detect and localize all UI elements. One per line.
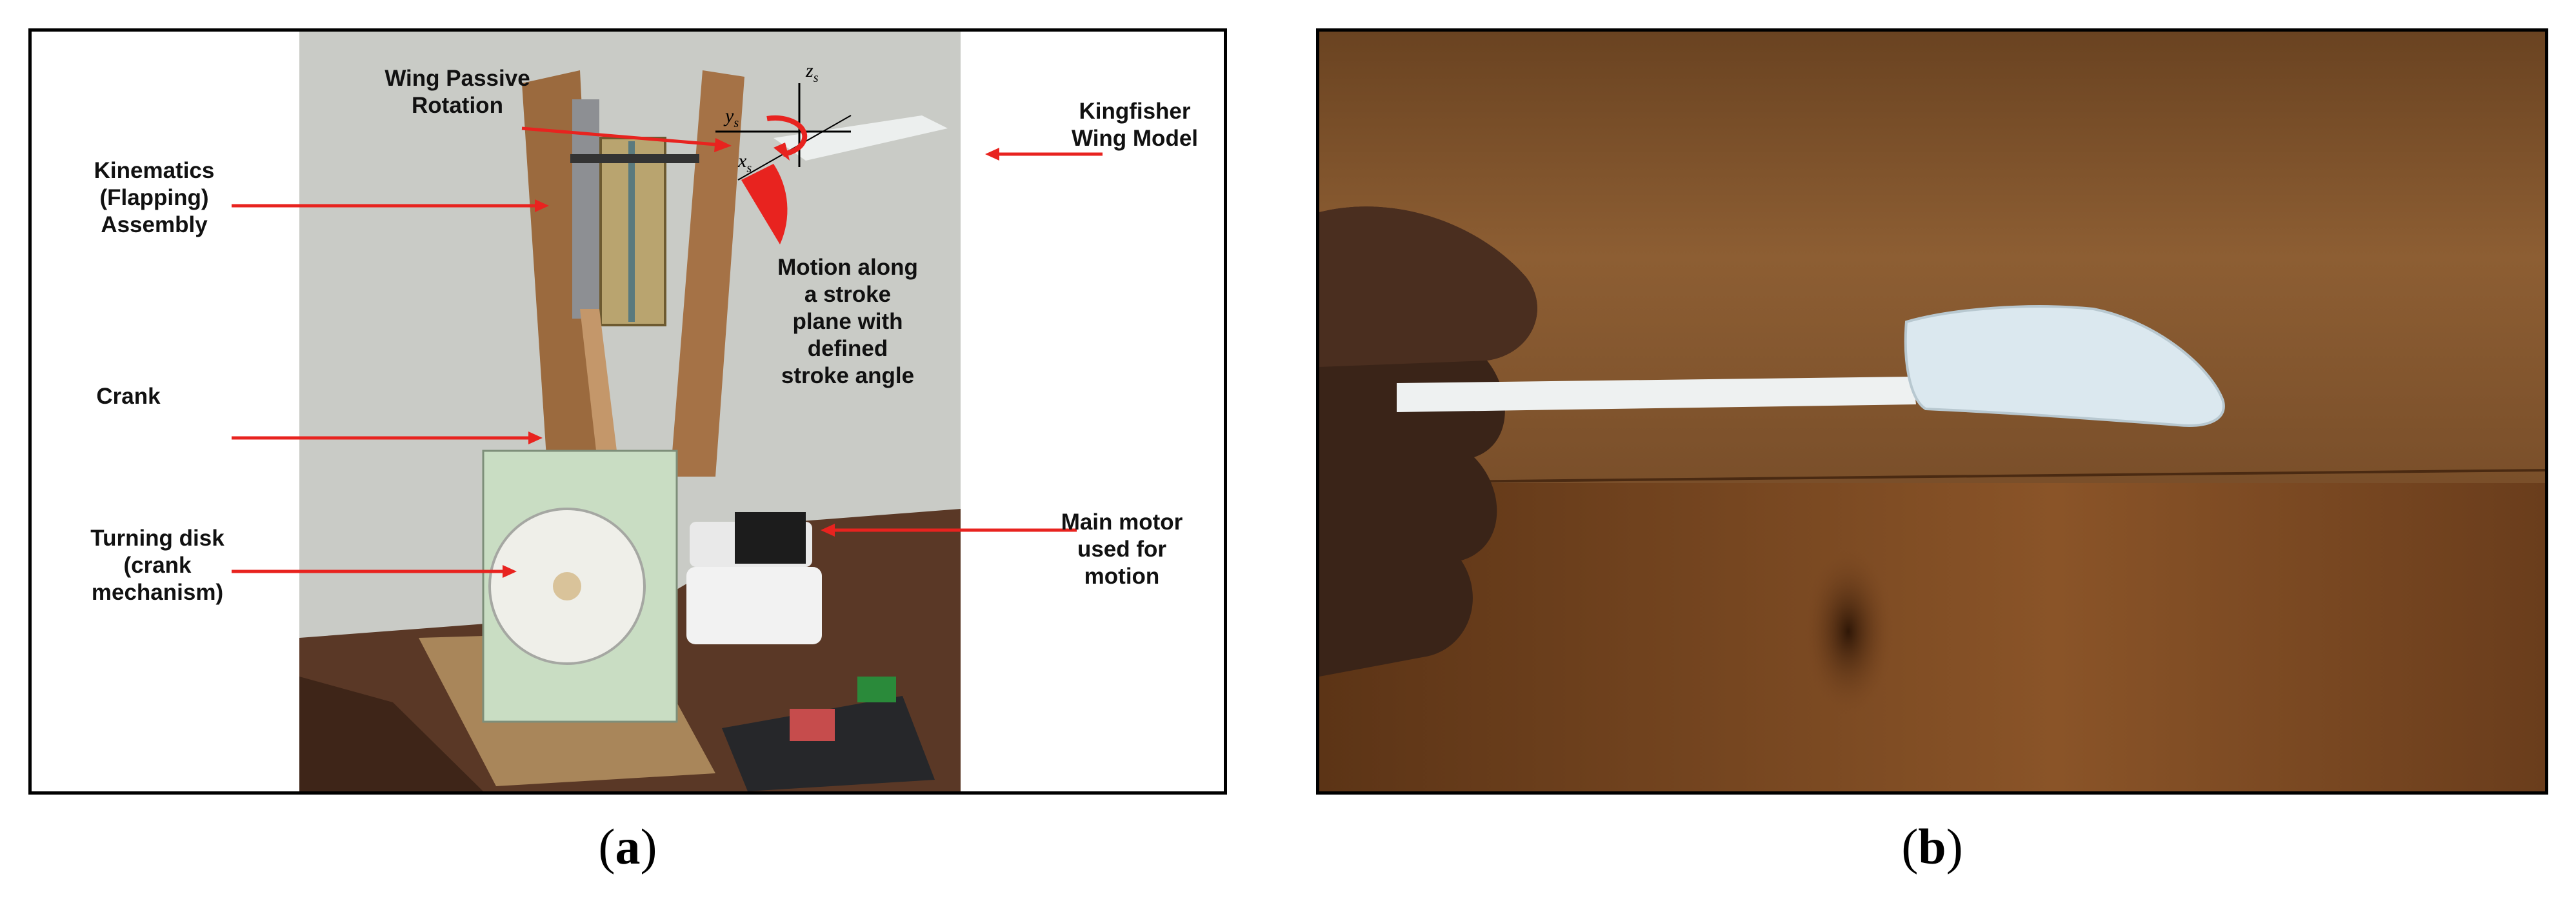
panel-a-figure: zs ys xs Wing Passive Rotation Kingfishe… [28,28,1227,795]
label-main-motor: Main motor used for motion [1061,510,1183,589]
wood-surface-bottom [1319,483,2545,791]
wing-membrane [1904,305,2225,427]
label-motion-stroke-plane: Motion along a stroke plane with defined… [777,255,918,388]
stroke-angle-wedge [741,164,788,244]
axis-x-label: xs [737,150,752,175]
main-motor [735,512,806,564]
label-wing-passive-rotation: Wing Passive Rotation [384,66,530,118]
axis-y-label: ys [723,105,739,130]
axis-z-label: zs [805,60,819,85]
label-crank: Crank [96,384,161,409]
rig-photo: zs ys xs [232,32,1103,791]
panel-b-figure [1316,28,2548,795]
annotation-arrows [232,126,1103,578]
wing-stick [1397,377,1916,412]
wood-knot [1803,548,1893,715]
rotation-arrow-icon [766,115,808,157]
circuit-board [722,696,935,791]
wing-model-photo [1319,32,2545,791]
label-turning-disk: Turning disk (crank mechanism) [90,526,225,605]
caption-a: (a) [598,818,657,875]
label-kinematics-assembly: Kinematics (Flapping) Assembly [94,158,215,237]
caption-b: (b) [1901,818,1963,875]
wood-tower-right [670,70,744,477]
label-kingfisher-wing-model: Kingfisher Wing Model [1071,99,1199,151]
battery-pack [686,567,822,644]
wing-shaft [570,154,699,163]
kingfisher-wing [774,115,948,161]
